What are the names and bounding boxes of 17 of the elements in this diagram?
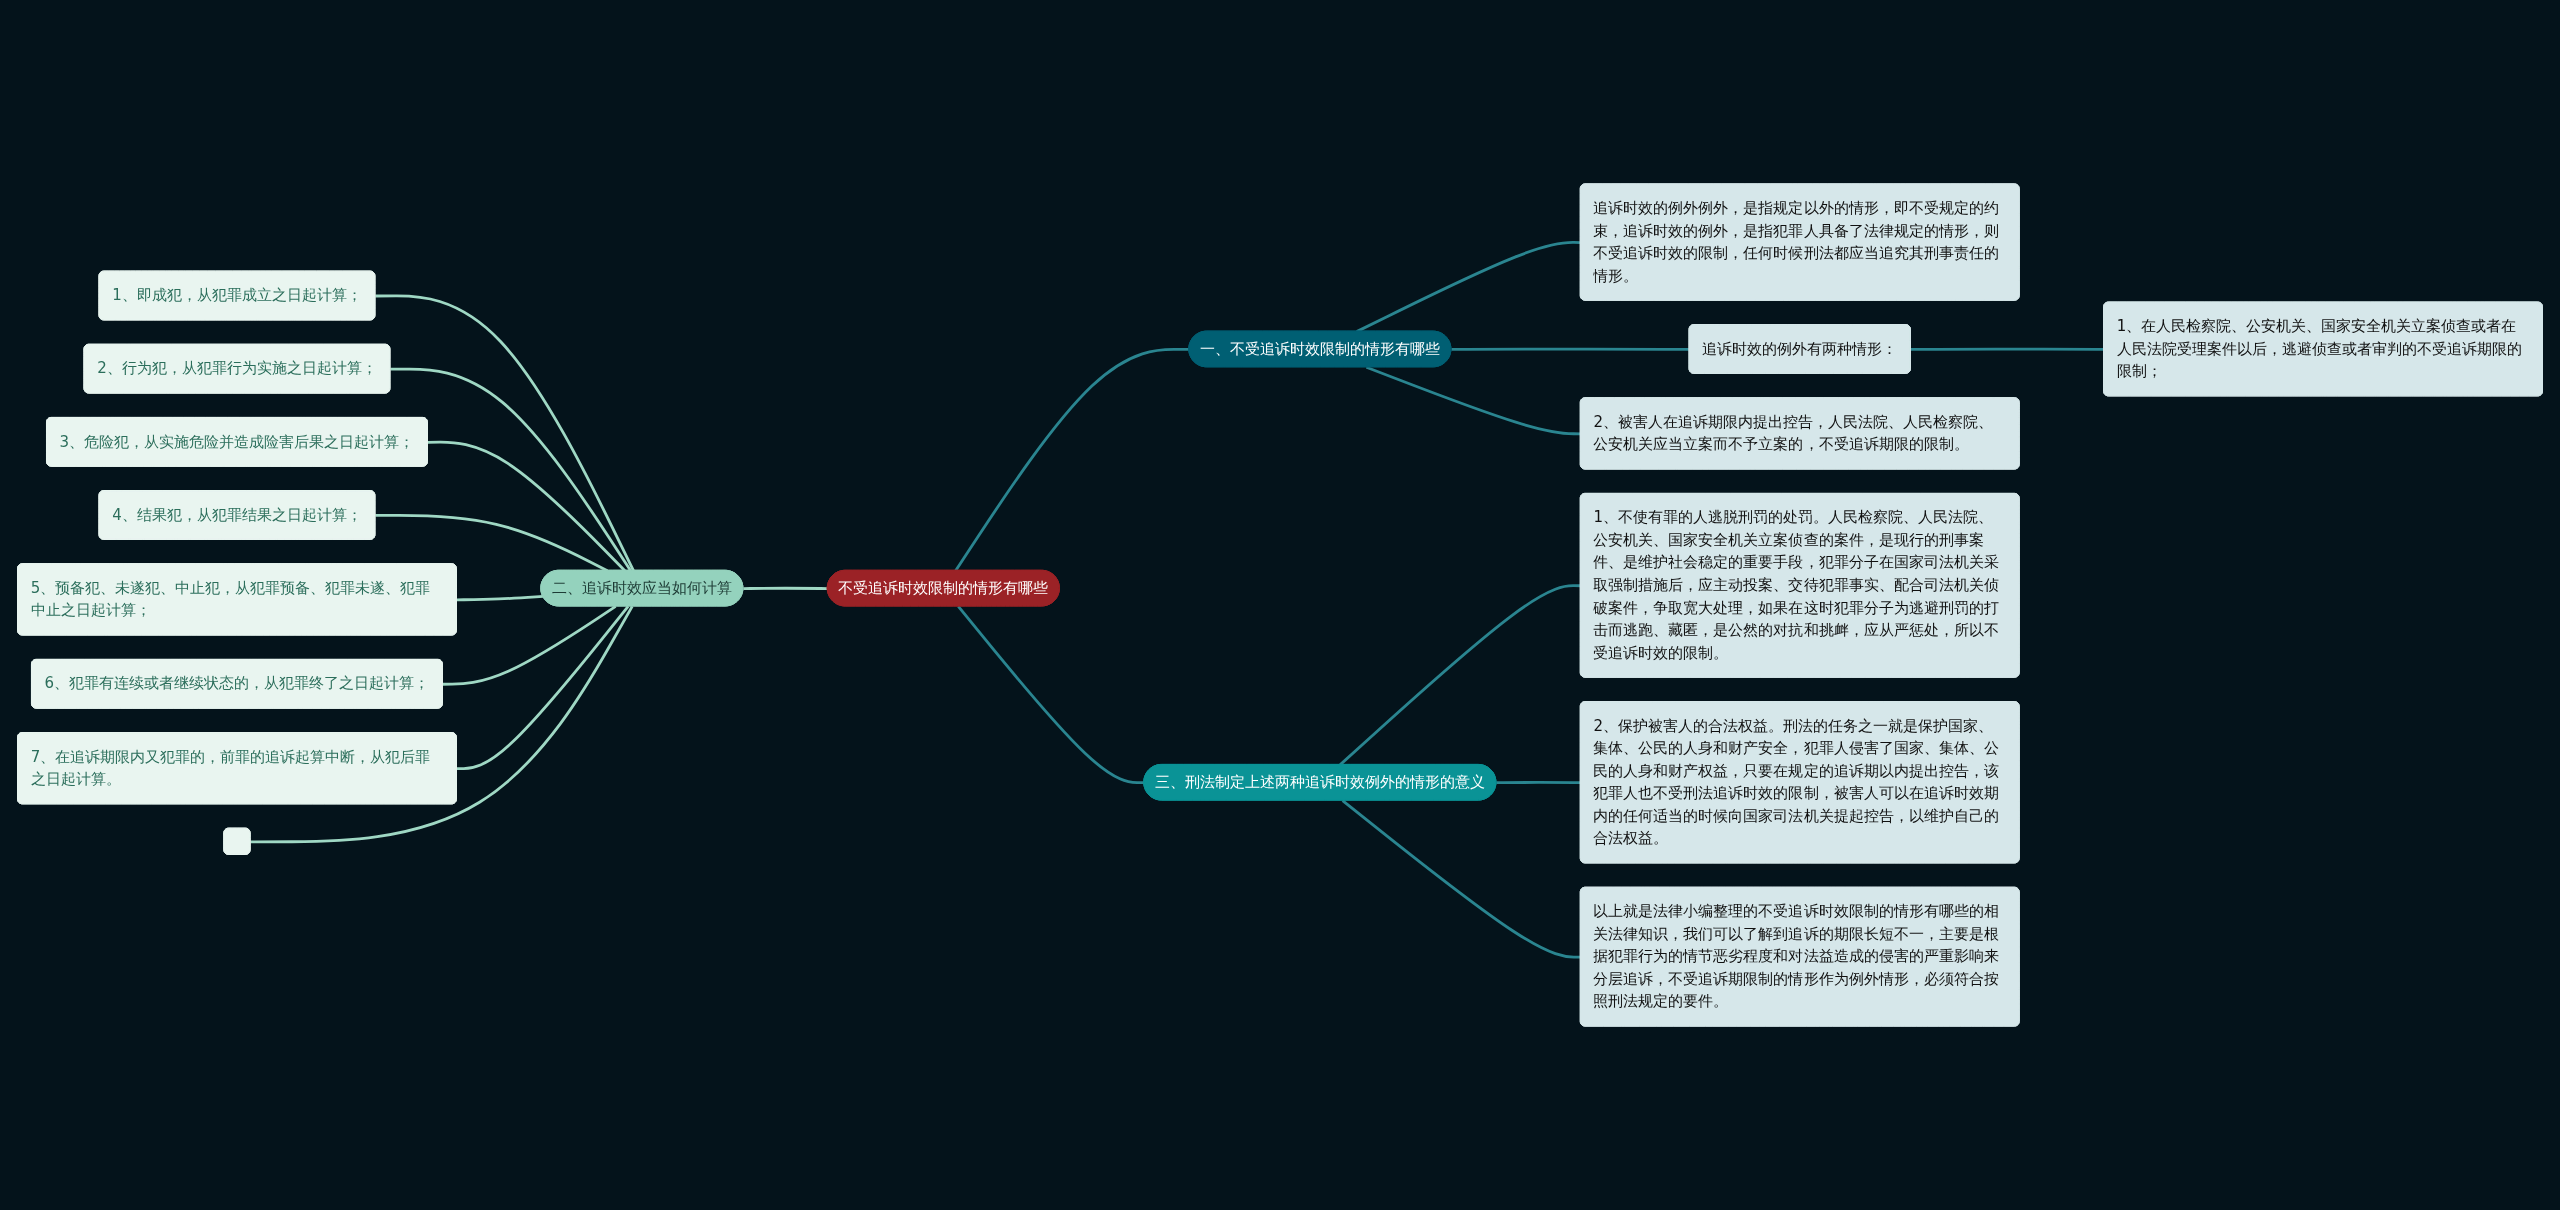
connector — [1451, 347, 1690, 351]
connector — [427, 440, 626, 572]
connector — [390, 367, 632, 572]
connector — [1356, 241, 1581, 333]
connector — [1341, 799, 1581, 959]
connector — [456, 605, 630, 771]
connector — [375, 294, 635, 572]
connector — [250, 605, 634, 844]
connector — [954, 347, 1190, 572]
connector — [1496, 781, 1581, 785]
connector — [1910, 347, 2105, 351]
connector — [743, 586, 828, 590]
connector — [456, 595, 544, 602]
connector — [1339, 584, 1581, 766]
connector — [442, 605, 617, 686]
connector — [1365, 365, 1581, 436]
connector — [957, 605, 1145, 785]
